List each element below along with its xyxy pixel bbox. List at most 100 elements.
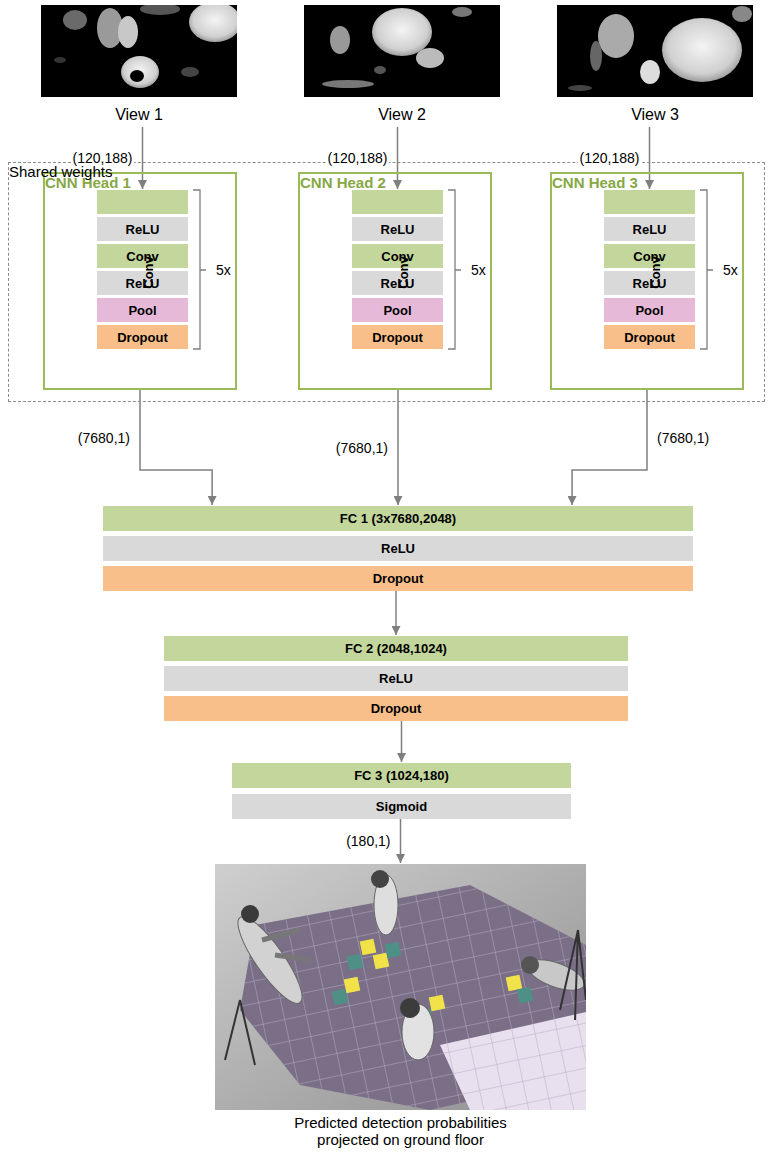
depth-image <box>121 56 159 88</box>
floor-scene <box>229 909 312 1010</box>
layer-box: ReLU <box>352 271 443 295</box>
layer-box: Pool <box>604 298 695 322</box>
repeat-bracket <box>448 190 461 349</box>
connector-arrow <box>397 127 399 189</box>
group-label: Shared weights <box>9 163 112 180</box>
label-anchor: 5x <box>469 262 488 278</box>
layer-box: Pool <box>97 298 188 322</box>
layer-label: FC 1 (3x7680,2048) <box>340 511 456 526</box>
floor-scene <box>506 975 523 992</box>
layer-label: ReLU <box>126 276 160 291</box>
connector-arrow <box>397 390 399 505</box>
cnn-head-box: ConvReLUConvReLUPoolDropoutCNN Head 1 <box>43 172 237 390</box>
depth-image <box>557 5 753 97</box>
depth-image <box>372 8 432 56</box>
layer-box: ReLU <box>97 271 188 295</box>
depth-image <box>330 26 350 54</box>
repeat-count: 5x <box>214 262 233 278</box>
edge-label: (7680,1) <box>76 430 132 446</box>
layer-label: Pool <box>635 303 663 318</box>
output-floor-image: Predicted detection probabilities projec… <box>215 864 586 1148</box>
floor-scene <box>517 987 534 1004</box>
floor-scene <box>344 977 361 994</box>
edge-label: (7680,1) <box>655 430 711 446</box>
layer-box: ReLU <box>352 217 443 241</box>
layer-label: Sigmoid <box>376 799 427 814</box>
floor-scene <box>385 942 402 959</box>
layer-label: FC 2 (2048,1024) <box>345 641 447 656</box>
label-anchor: (120,188) <box>326 150 390 166</box>
floor-scene <box>521 956 539 974</box>
view-label: View 1 <box>115 106 163 124</box>
edge-label: (7680,1) <box>334 440 390 456</box>
label-anchor: 5x <box>214 262 233 278</box>
floor-scene <box>373 953 390 970</box>
connector-arrow <box>395 591 397 635</box>
fc-layer-band: FC 1 (3x7680,2048) <box>103 506 693 531</box>
layer-label: Dropout <box>624 330 675 345</box>
depth-image <box>54 57 66 63</box>
depth-view-image: View 1 <box>41 5 237 127</box>
layer-label: ReLU <box>381 541 415 556</box>
label-anchor: (7680,1) <box>655 430 711 446</box>
floor-scene <box>400 998 420 1018</box>
edge-label: (120,188) <box>326 150 390 166</box>
layer-label: ReLU <box>381 276 415 291</box>
depth-image <box>590 41 602 71</box>
depth-image <box>130 70 144 82</box>
floor-scene <box>429 995 446 1012</box>
label-anchor: (120,188) <box>578 150 642 166</box>
connector-arrow <box>572 390 647 505</box>
label-anchor: (7680,1) <box>76 430 132 446</box>
depth-image <box>304 5 500 97</box>
layer-label: ReLU <box>379 671 413 686</box>
floor-scene <box>241 905 259 923</box>
layer-label: ReLU <box>633 276 667 291</box>
repeat-bracket <box>193 190 206 349</box>
repeat-bracket <box>700 190 713 349</box>
depth-image <box>640 60 660 84</box>
fc-layer-band: Dropout <box>164 696 628 721</box>
head-label: CNN Head 2 <box>300 174 386 191</box>
connector-arrow <box>400 819 402 863</box>
floor-scene <box>262 930 310 960</box>
connector-arrow <box>649 127 651 189</box>
depth-image <box>118 16 138 48</box>
label-anchor: (7680,1) <box>334 440 390 456</box>
depth-image <box>374 66 386 74</box>
layer-label: ReLU <box>633 222 667 237</box>
image-caption: Predicted detection probabilities projec… <box>276 1114 526 1148</box>
layer-label: Conv <box>381 249 414 264</box>
label-anchor: 5x <box>721 262 740 278</box>
fc-layer-band: FC 2 (2048,1024) <box>164 636 628 661</box>
depth-view-image: View 3 <box>557 5 753 127</box>
layer-label: ReLU <box>381 222 415 237</box>
edge-label: (120,188) <box>578 150 642 166</box>
fc-layer-band: Sigmoid <box>232 794 571 819</box>
depth-image <box>452 7 472 17</box>
connector-arrow <box>140 390 212 505</box>
floor-scene <box>347 954 364 971</box>
layer-box: Dropout <box>97 325 188 349</box>
floor-scene <box>215 864 586 1110</box>
layer-box: Pool <box>352 298 443 322</box>
fc-layer-band: FC 3 (1024,180) <box>232 763 571 788</box>
shared-weights-group: ConvReLUConvReLUPoolDropoutCNN Head 1Con… <box>8 162 765 402</box>
floor-scene <box>360 939 377 956</box>
floor-scene <box>215 864 586 1110</box>
depth-image <box>189 5 237 42</box>
depth-image <box>181 67 199 77</box>
layer-box: ReLU <box>604 271 695 295</box>
fc-layer-band: Dropout <box>103 566 693 591</box>
edge-label: (180,1) <box>344 833 392 849</box>
depth-image <box>598 14 634 58</box>
layer-box: Conv <box>604 190 695 214</box>
floor-scene <box>440 1012 586 1110</box>
depth-image <box>568 85 592 91</box>
depth-image <box>304 5 500 97</box>
layer-box: Conv <box>352 190 443 214</box>
view-label: View 3 <box>631 106 679 124</box>
floor-scene <box>371 870 389 888</box>
repeat-count: 5x <box>469 262 488 278</box>
